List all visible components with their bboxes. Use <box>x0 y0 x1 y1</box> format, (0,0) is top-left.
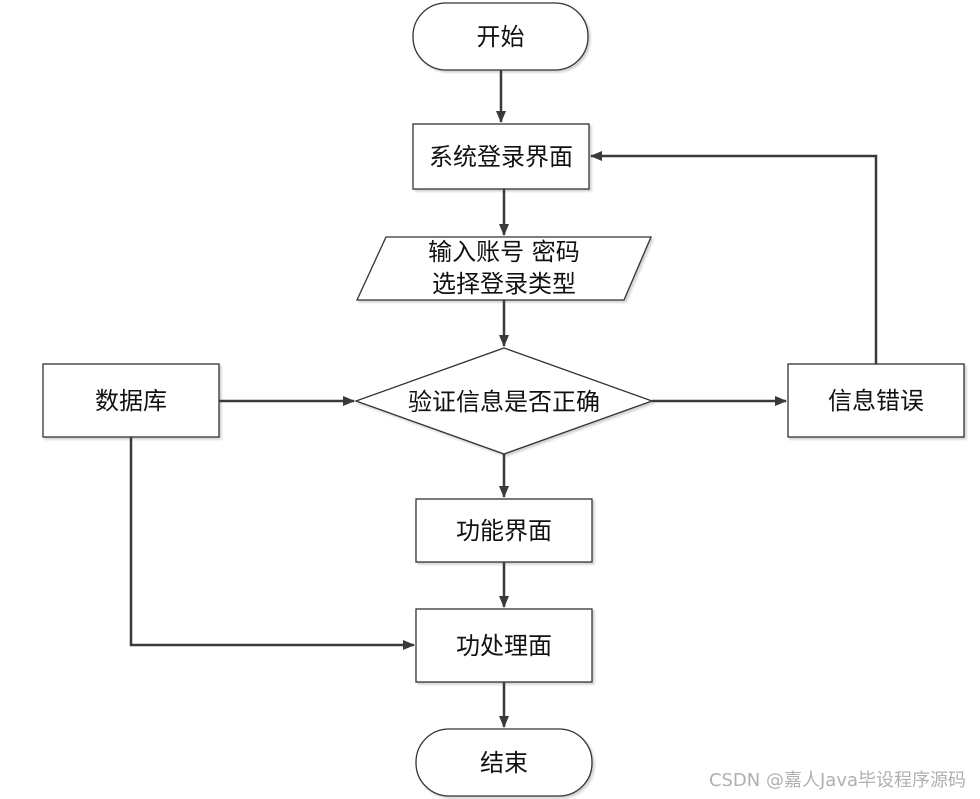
database-node: 数据库 <box>42 363 220 438</box>
watermark-text: CSDN @嘉人Java毕设程序源码 <box>709 770 966 791</box>
function-page-label: 功能界面 <box>456 517 552 545</box>
arrow-error-to-login <box>590 151 878 364</box>
input-label-line1: 输入账号 密码 <box>428 238 580 266</box>
database-label: 数据库 <box>95 387 167 415</box>
end-node: 结束 <box>415 728 593 797</box>
input-node: 输入账号 密码 选择登录类型 <box>355 236 652 301</box>
verify-label: 验证信息是否正确 <box>408 388 600 416</box>
login-page-label: 系统登录界面 <box>429 143 573 171</box>
error-node: 信息错误 <box>787 363 965 438</box>
start-label: 开始 <box>477 23 525 51</box>
process-page-label: 功处理面 <box>456 632 552 660</box>
end-label: 结束 <box>480 749 528 777</box>
login-page-node: 系统登录界面 <box>412 123 590 190</box>
arrow-database-to-process <box>129 437 415 650</box>
process-page-node: 功处理面 <box>415 608 593 683</box>
input-label-line2: 选择登录类型 <box>432 270 576 298</box>
function-page-node: 功能界面 <box>415 498 593 563</box>
error-label: 信息错误 <box>828 387 924 415</box>
verify-decision-node: 验证信息是否正确 <box>354 347 654 455</box>
start-node: 开始 <box>412 2 589 71</box>
